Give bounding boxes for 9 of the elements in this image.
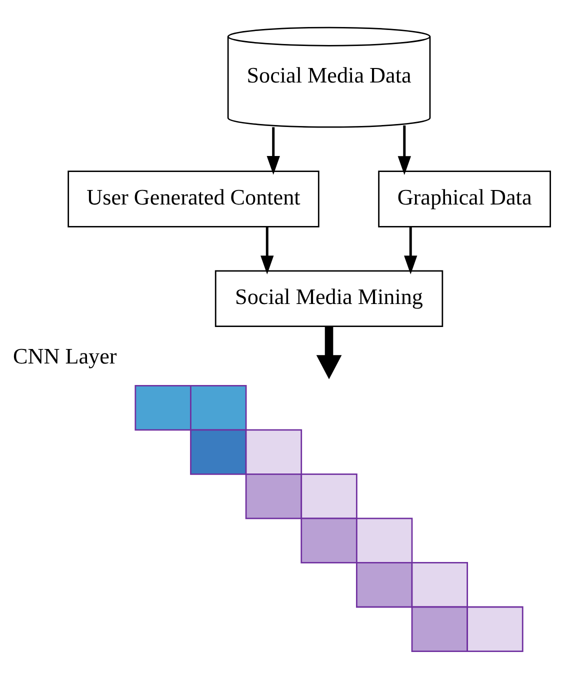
node-box: Graphical Data [378, 170, 551, 228]
node-box: Social Media Mining [214, 270, 444, 327]
arrow [266, 127, 280, 175]
node-label: CNN Layer [12, 343, 117, 368]
arrow [260, 226, 274, 274]
arrow [398, 125, 411, 175]
node-box: User Generated Content [68, 170, 320, 228]
arrow [404, 226, 418, 274]
arrow [316, 326, 342, 380]
